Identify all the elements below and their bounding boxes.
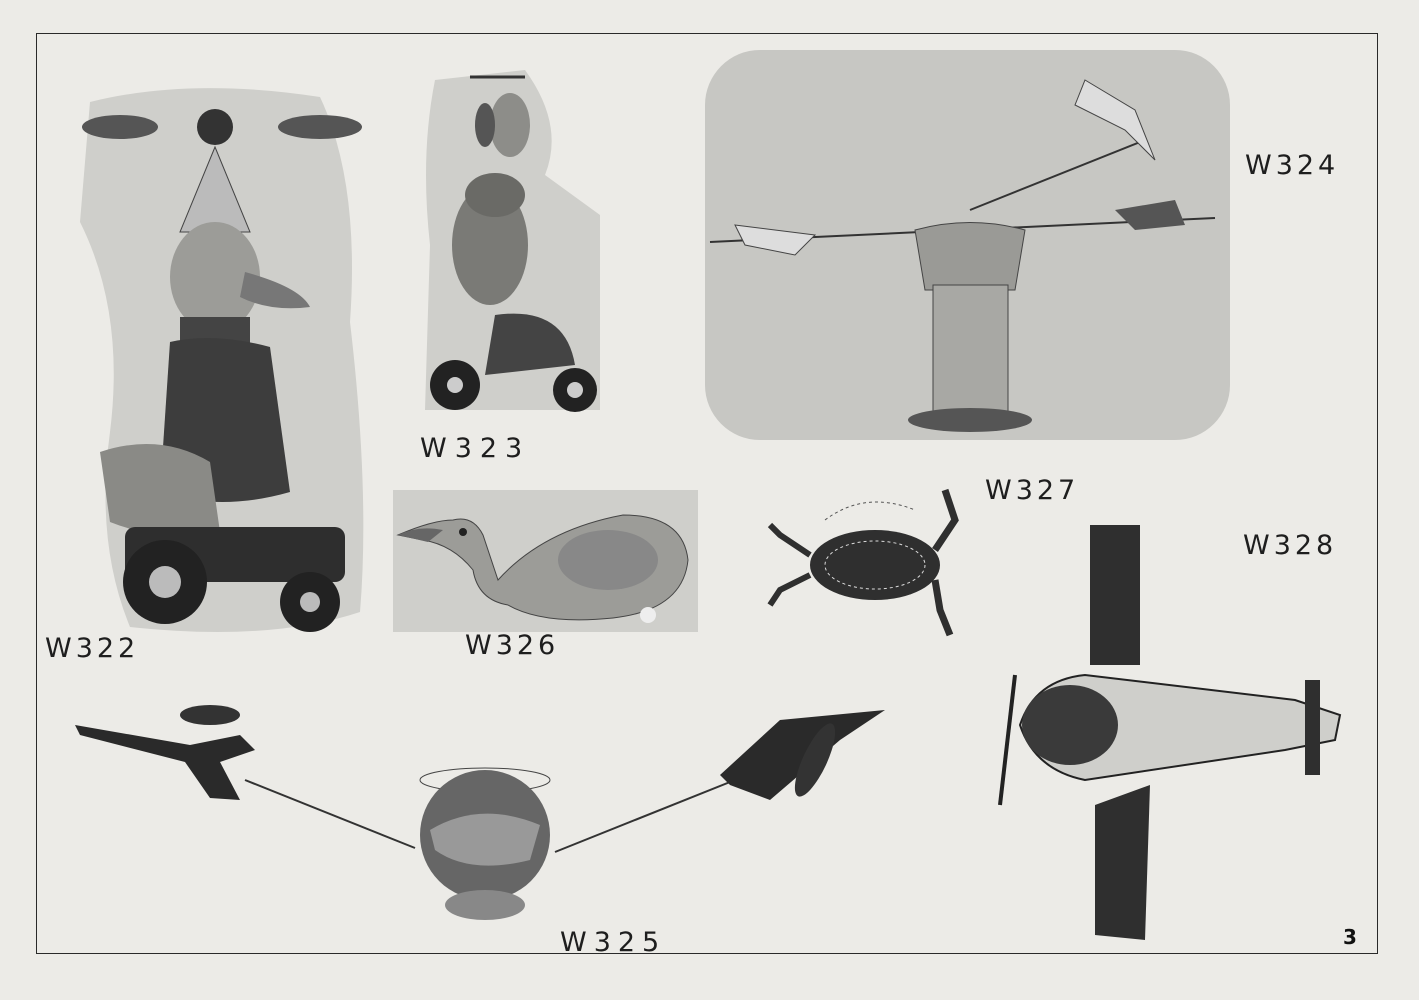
- photo-w327-frog: [765, 480, 980, 645]
- item-code-w326: W326: [465, 630, 560, 661]
- photo-w326-duck: [393, 490, 698, 632]
- page-number: 3: [1343, 925, 1357, 949]
- photo-w325-globe-planes: [70, 700, 895, 930]
- page-frame: [36, 33, 1378, 954]
- item-code-w322: W322: [45, 633, 140, 664]
- photo-w328-helicopter: [995, 525, 1345, 945]
- item-code-w328: W328: [1243, 530, 1338, 561]
- photo-w323-elephant-scooter: [415, 65, 600, 420]
- item-code-w327: W327: [985, 475, 1080, 506]
- photo-w322-duck-tricycle: [70, 72, 380, 637]
- item-code-w325: W325: [560, 927, 667, 958]
- item-code-w324: W324: [1245, 150, 1340, 181]
- item-code-w323: W323: [420, 433, 531, 464]
- photo-w324-tower-carousel: [705, 50, 1230, 440]
